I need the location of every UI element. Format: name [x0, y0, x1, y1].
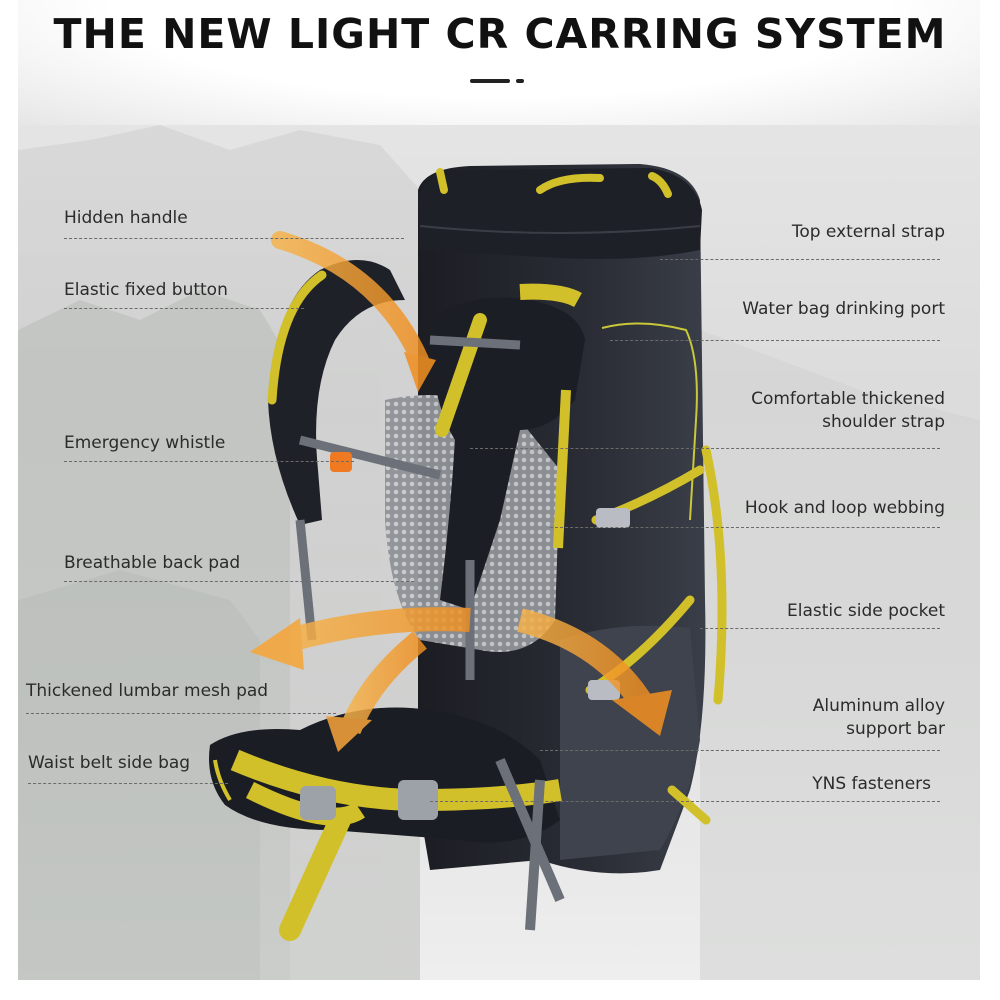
- leader-shoulder-strap: [470, 448, 940, 449]
- leader-breathable-back-pad: [64, 581, 414, 582]
- callout-breathable-back-pad: Breathable back pad: [64, 553, 241, 573]
- title-underline-dot: [516, 79, 524, 83]
- callout-shoulder-strap-line1: Comfortable thickened: [751, 389, 945, 409]
- leader-hidden-handle: [64, 238, 404, 239]
- hip-belt: [209, 707, 565, 941]
- callout-hidden-handle: Hidden handle: [64, 208, 188, 228]
- callout-waist-belt-side-bag: Waist belt side bag: [28, 753, 191, 773]
- callout-aluminum-support-bar-line2: support bar: [846, 719, 945, 739]
- callout-yns-fasteners: YNS fasteners: [812, 774, 931, 794]
- leader-waist-belt-side-bag: [28, 783, 228, 784]
- callout-shoulder-strap-line2: shoulder strap: [822, 412, 945, 432]
- title-underline: [470, 79, 510, 83]
- callout-top-external-strap: Top external strap: [791, 222, 945, 242]
- page-title: THE NEW LIGHT CR CARRING SYSTEM: [53, 10, 947, 58]
- leader-aluminum-support-bar: [540, 750, 940, 751]
- callout-aluminum-support-bar-line1: Aluminum alloy: [812, 696, 945, 716]
- leader-top-external-strap: [660, 259, 940, 260]
- leader-yns-fasteners: [430, 801, 940, 802]
- side-buckles: [588, 508, 630, 700]
- callout-hook-and-loop-webbing: Hook and loop webbing: [744, 498, 945, 518]
- callout-thickened-lumbar-mesh-pad: Thickened lumbar mesh pad: [26, 681, 269, 701]
- leader-emergency-whistle: [64, 461, 354, 462]
- leader-hook-and-loop-webbing: [550, 527, 940, 528]
- leader-elastic-side-pocket: [700, 628, 940, 629]
- leader-thickened-lumbar-mesh-pad: [26, 713, 336, 714]
- callout-water-bag-drinking-port: Water bag drinking port: [742, 299, 945, 319]
- left-shoulder-strap: [267, 260, 442, 641]
- callout-elastic-side-pocket: Elastic side pocket: [786, 601, 945, 621]
- callout-emergency-whistle: Emergency whistle: [64, 433, 226, 453]
- leader-water-bag-drinking-port: [610, 340, 940, 341]
- header-band: [0, 0, 1000, 125]
- callout-elastic-fixed-button: Elastic fixed button: [64, 280, 228, 300]
- airflow-arrows: [250, 231, 672, 752]
- leader-elastic-fixed-button: [64, 308, 304, 309]
- top-straps: [436, 168, 672, 198]
